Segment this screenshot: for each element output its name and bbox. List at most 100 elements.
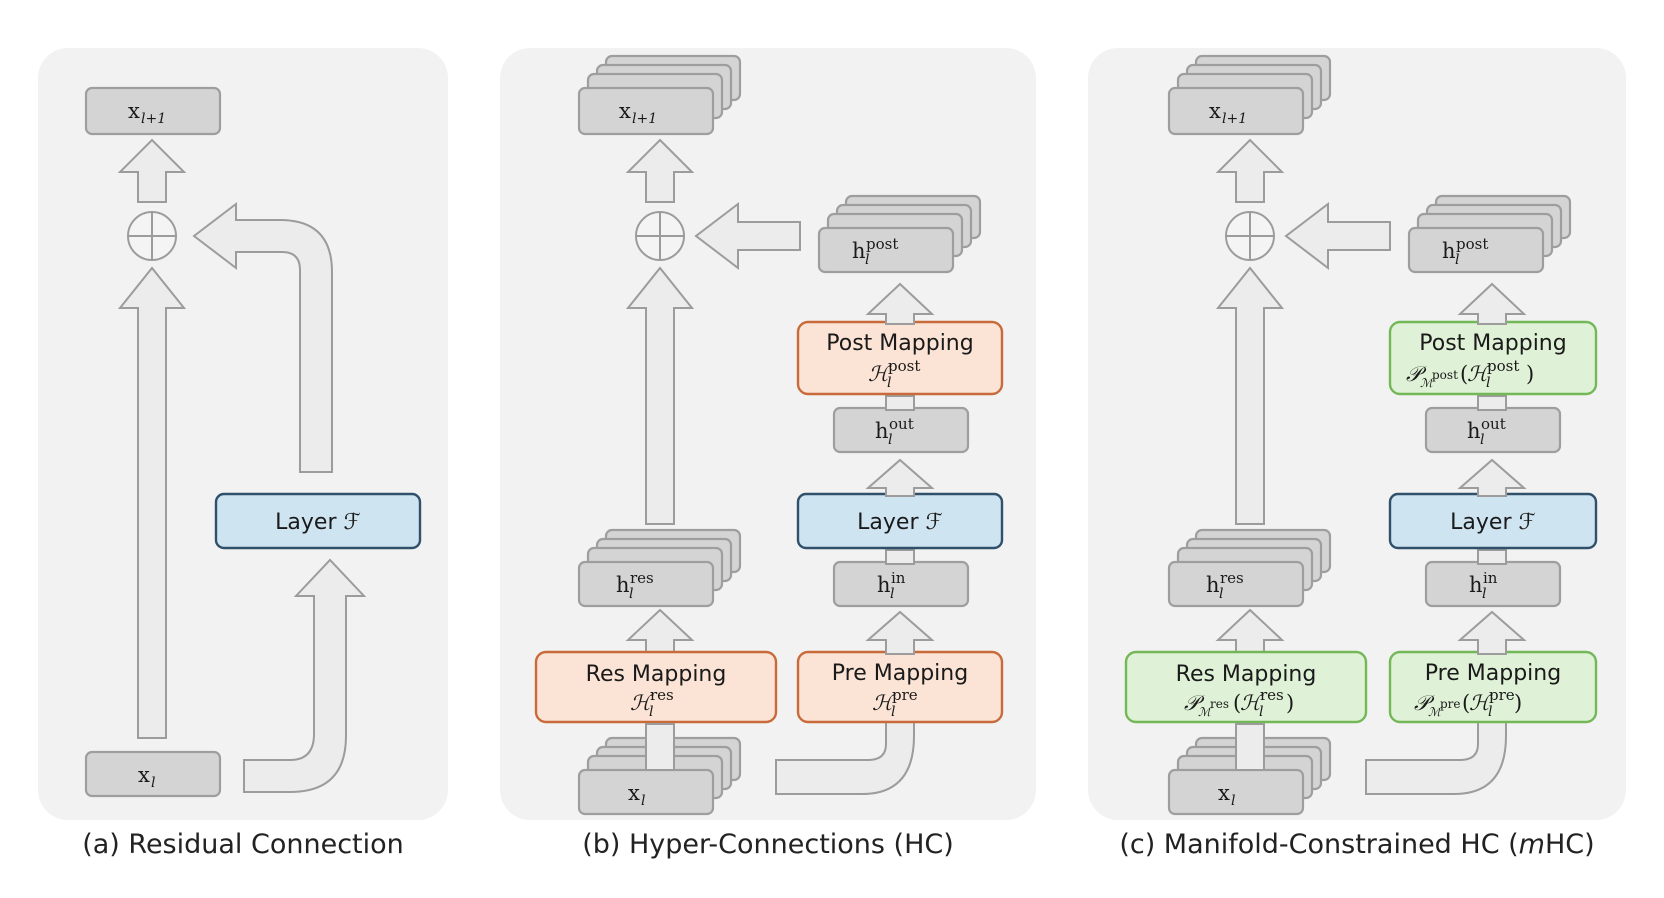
svg-text:l: l: [1259, 704, 1263, 720]
output-arrow: [625, 138, 695, 203]
output-state-stack: x l+1: [1167, 54, 1332, 136]
h-post-stack: h post l: [1407, 194, 1572, 274]
post-mapping-block: Post Mapping 𝒫 ℳ post ( ℋ post l ): [1388, 320, 1598, 396]
svg-text:Layer ℱ: Layer ℱ: [1450, 510, 1536, 535]
panel-manifold-constrained-hc: x l+1 h res l Res Mapping 𝒫 ℳ res (: [1119, 54, 1598, 860]
svg-text:ℳ: ℳ: [1198, 705, 1213, 719]
svg-text:res: res: [1210, 697, 1229, 711]
svg-text:post: post: [1456, 235, 1488, 253]
svg-text:Res Mapping: Res Mapping: [586, 662, 727, 687]
svg-text:ℋ: ℋ: [868, 362, 892, 386]
h-post-stack: h post l: [817, 194, 982, 274]
svg-text:h: h: [1206, 573, 1220, 597]
svg-text:l: l: [888, 432, 892, 448]
svg-text:in: in: [1483, 569, 1498, 587]
svg-text:l+1: l+1: [141, 111, 166, 127]
svg-text:res: res: [1260, 686, 1284, 704]
caption-c: (c) Manifold-Constrained HC (mHC): [1119, 829, 1594, 860]
caption-a: (a) Residual Connection: [82, 829, 404, 860]
in-up-arrow: [1477, 549, 1507, 565]
svg-text:Pre Mapping: Pre Mapping: [1425, 661, 1561, 686]
res-input-arrow: [1235, 723, 1265, 771]
panel-a-background: [38, 48, 448, 820]
layer-input-arrow: [243, 558, 367, 793]
skip-arrow: [117, 266, 187, 739]
svg-text:x: x: [619, 99, 631, 123]
svg-text:l: l: [1488, 704, 1492, 720]
h-res-stack: h res l: [1167, 528, 1332, 608]
svg-text:x: x: [628, 781, 640, 805]
svg-text:h: h: [1469, 573, 1483, 597]
layer-output-arrow: [192, 201, 333, 473]
svg-text:out: out: [889, 415, 914, 433]
svg-text:res: res: [1220, 569, 1244, 587]
svg-text:Post Mapping: Post Mapping: [826, 331, 973, 356]
svg-text:): ): [1286, 691, 1294, 715]
pre-input-arrow: [775, 721, 915, 795]
panel-residual-connection: x l+1 x l Layer ℱ (a) Residual Connectio…: [82, 86, 422, 860]
post-up-arrow: [1457, 282, 1527, 325]
svg-text:l: l: [865, 252, 869, 268]
svg-text:l: l: [890, 586, 894, 602]
res-up-arrow: [1215, 608, 1285, 655]
svg-text:x: x: [138, 763, 150, 787]
svg-text:pre: pre: [892, 686, 918, 704]
pre-input-arrow: [1365, 721, 1507, 795]
post-merge-arrow: [1284, 201, 1391, 271]
output-arrow: [117, 138, 187, 203]
layer-up-arrow: [1457, 458, 1527, 497]
output-arrow: [1215, 138, 1285, 203]
residual-stream-arrow: [625, 266, 695, 525]
h-in-box: h in l: [1424, 560, 1562, 608]
svg-text:res: res: [650, 686, 674, 704]
svg-text:l+1: l+1: [1222, 111, 1247, 127]
svg-text:res: res: [630, 569, 654, 587]
post-merge-arrow: [694, 201, 801, 271]
h-out-box: h out l: [832, 406, 970, 454]
h-in-box: h in l: [832, 560, 970, 608]
add-icon: [1225, 211, 1275, 261]
svg-text:pre: pre: [1489, 686, 1515, 704]
svg-text:h: h: [875, 419, 889, 443]
svg-text:l: l: [1455, 252, 1459, 268]
svg-text:l: l: [1480, 432, 1484, 448]
add-icon: [127, 211, 177, 261]
input-state: x l: [84, 750, 222, 798]
svg-text:ℋ: ℋ: [872, 691, 896, 715]
caption-b: (b) Hyper-Connections (HC): [582, 829, 954, 860]
svg-text:(: (: [1233, 691, 1241, 715]
out-up-arrow: [885, 395, 915, 411]
svg-text:x: x: [1218, 781, 1230, 805]
svg-text:ℳ: ℳ: [1420, 376, 1435, 390]
svg-text:h: h: [616, 573, 630, 597]
post-up-arrow: [865, 282, 935, 325]
pre-mapping-block: Pre Mapping 𝒫 ℳ pre ( ℋ pre l ): [1388, 650, 1598, 724]
res-mapping-block: Res Mapping ℋ res l: [534, 650, 778, 724]
input-state-stack: x l: [1167, 736, 1332, 816]
svg-text:h: h: [1442, 239, 1456, 263]
svg-text:l: l: [641, 793, 645, 809]
svg-text:l: l: [1231, 793, 1235, 809]
svg-text:ℋ: ℋ: [630, 691, 654, 715]
svg-text:ℳ: ℳ: [1428, 705, 1443, 719]
svg-text:l: l: [1482, 586, 1486, 602]
svg-text:): ): [1526, 362, 1534, 386]
panel-hyper-connections: x l+1 h res l Res Mapping ℋ res: [534, 54, 1004, 860]
svg-text:in: in: [891, 569, 906, 587]
svg-text:Res Mapping: Res Mapping: [1176, 662, 1317, 687]
layer-block: Layer ℱ: [796, 492, 1004, 550]
svg-text:h: h: [1467, 419, 1481, 443]
svg-text:post: post: [888, 357, 920, 375]
residual-stream-arrow: [1215, 266, 1285, 525]
layer-block: Layer ℱ: [214, 492, 422, 550]
in-up-arrow: [885, 549, 915, 565]
svg-text:l: l: [1486, 375, 1490, 391]
pre-up-arrow: [1457, 610, 1527, 655]
svg-text:l+1: l+1: [632, 111, 657, 127]
svg-text:): ): [1514, 691, 1522, 715]
res-up-arrow: [625, 608, 695, 655]
pre-mapping-block: Pre Mapping ℋ pre l: [796, 650, 1004, 724]
svg-text:ℋ: ℋ: [1467, 362, 1491, 386]
svg-text:h: h: [877, 573, 891, 597]
svg-text:l: l: [649, 704, 653, 720]
